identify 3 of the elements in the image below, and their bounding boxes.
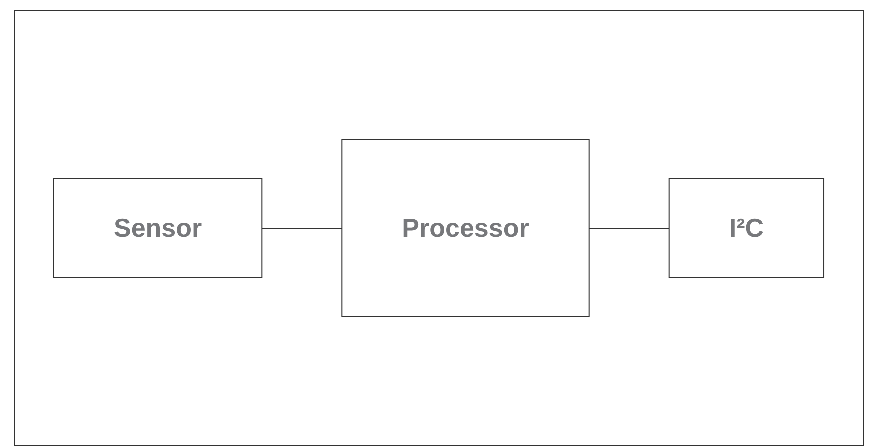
node-box: Sensor [53, 178, 263, 278]
node-box: Processor [342, 139, 590, 317]
node-box: I²C [668, 178, 824, 278]
